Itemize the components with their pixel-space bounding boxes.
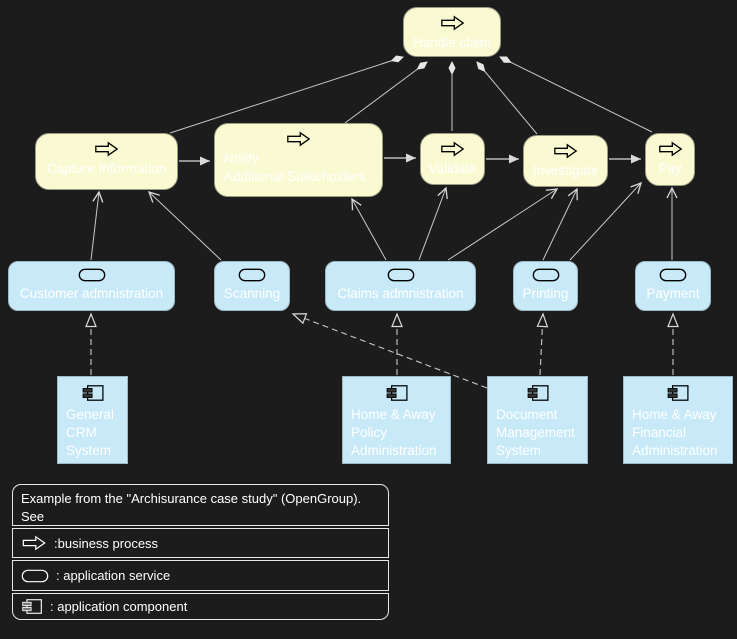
component-general-crm-system[interactable]: General CRM System — [57, 376, 128, 464]
service-label: Customer admnistration — [19, 286, 164, 301]
business-process-icon — [646, 134, 694, 157]
legend-label: :business process — [54, 535, 159, 551]
legend-business-process: :business process — [12, 528, 389, 558]
service-claims-administration[interactable]: Claims admnistration — [325, 261, 476, 311]
component-document-management-system[interactable]: Document Management System — [487, 376, 588, 464]
legend-application-component: : application component — [12, 593, 389, 620]
business-process-icon — [524, 136, 607, 159]
service-printing[interactable]: Printing — [513, 261, 578, 311]
service-scanning[interactable]: Scanning — [214, 261, 290, 311]
process-validate[interactable]: Validate — [420, 133, 485, 185]
legend-label: : application component — [50, 599, 188, 614]
service-label: Printing — [522, 286, 569, 301]
application-service-icon — [21, 569, 49, 583]
process-pay[interactable]: Pay — [645, 133, 695, 186]
application-service-icon — [326, 262, 475, 282]
service-payment[interactable]: Payment — [635, 261, 711, 311]
legend-note-line2: See — [21, 509, 45, 524]
component-label: Document Management System — [496, 407, 575, 458]
application-component-icon — [21, 598, 43, 615]
process-label: Pay — [658, 161, 682, 176]
process-label: Validate — [428, 161, 477, 176]
business-process-icon — [421, 134, 484, 157]
process-notify-additional-stakeholders[interactable]: Notify Additional Stakeholders — [214, 123, 383, 197]
service-customer-administration[interactable]: Customer admnistration — [8, 261, 175, 311]
serving-edges — [90, 181, 678, 261]
process-handle-claim[interactable]: Handle claim — [403, 7, 501, 57]
application-component-icon — [624, 377, 732, 402]
component-home-away-financial-administration[interactable]: Home & Away Financial Administration — [623, 376, 733, 464]
legend-application-service: : application service — [12, 560, 389, 591]
business-process-icon — [404, 8, 500, 31]
application-component-icon — [343, 377, 450, 402]
component-label: Home & Away Financial Administration — [632, 407, 718, 458]
process-label: Capture Information — [46, 161, 167, 176]
application-component-icon — [488, 377, 587, 402]
service-label: Claims admnistration — [337, 286, 464, 301]
legend-label: : application service — [56, 568, 171, 583]
legend-note: Example from the "Archisurance case stud… — [12, 484, 389, 526]
business-process-icon — [215, 124, 382, 147]
process-capture-information[interactable]: Capture Information — [35, 133, 178, 190]
application-service-icon — [215, 262, 289, 282]
application-service-icon — [636, 262, 710, 282]
service-label: Scanning — [223, 286, 281, 301]
process-investigate[interactable]: Investigate — [523, 135, 608, 187]
process-label: Handle claim — [412, 35, 492, 50]
component-home-away-policy-administration[interactable]: Home & Away Policy Administration — [342, 376, 451, 464]
component-label: Home & Away Policy Administration — [351, 407, 437, 458]
process-label: Notify Additional Stakeholders — [224, 151, 366, 184]
service-label: Payment — [646, 286, 700, 301]
application-component-icon — [58, 377, 127, 402]
business-process-icon — [21, 535, 47, 551]
business-process-icon — [36, 134, 177, 157]
application-service-icon — [9, 262, 174, 282]
application-service-icon — [514, 262, 577, 282]
process-label: Investigate — [532, 163, 599, 178]
component-label: General CRM System — [66, 407, 115, 458]
legend-note-line1: Example from the "Archisurance case stud… — [21, 491, 362, 506]
